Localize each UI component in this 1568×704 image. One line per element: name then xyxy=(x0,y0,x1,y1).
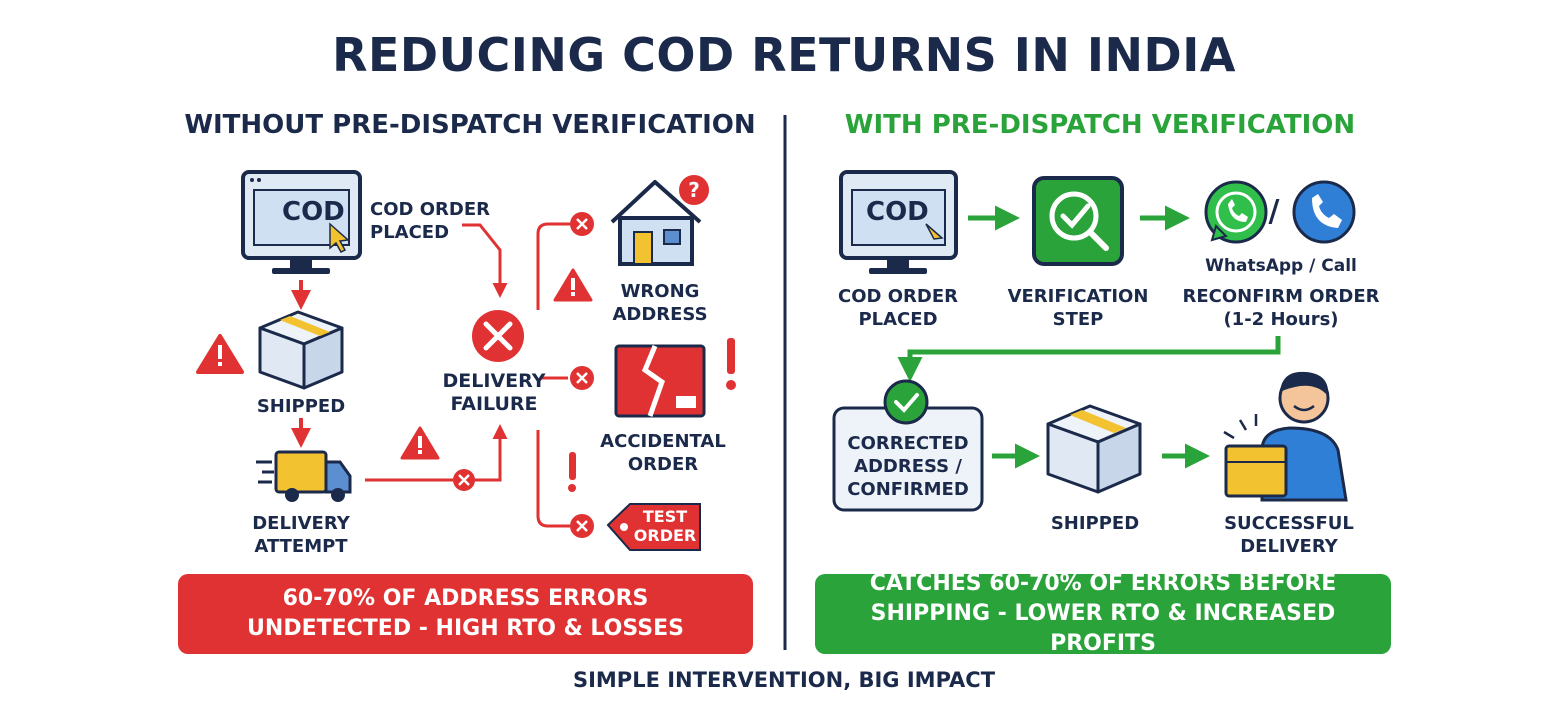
shipped-label: SHIPPED xyxy=(256,396,346,417)
house-icon: ? xyxy=(610,173,711,266)
x-icon xyxy=(570,212,594,236)
channel-separator: / xyxy=(1268,194,1280,229)
delivery-truck-icon xyxy=(256,450,352,502)
monitor-icon xyxy=(839,170,958,274)
branch-wrong-address xyxy=(536,222,580,310)
arrow-truck-to-failure xyxy=(365,424,508,482)
exclamation-icon xyxy=(568,452,576,492)
shipped-label: SHIPPED xyxy=(1050,513,1140,534)
whatsapp-icon xyxy=(1204,180,1268,244)
arrow-order-to-failure xyxy=(462,223,508,298)
warning-icon xyxy=(400,426,440,460)
monitor-icon xyxy=(241,170,362,274)
footer-tagline: SIMPLE INTERVENTION, BIG IMPACT xyxy=(572,668,996,692)
happy-customer-icon xyxy=(1223,371,1348,502)
monitor-cod-text: COD xyxy=(282,197,345,227)
svg-text:?: ? xyxy=(688,178,700,202)
checkmark-icon xyxy=(883,379,929,425)
broken-box-icon xyxy=(614,344,706,418)
package-box-icon xyxy=(258,310,344,390)
right-section-heading: WITH PRE-DISPATCH VERIFICATION xyxy=(844,110,1356,140)
reconfirm-order-label: RECONFIRM ORDER(1-2 Hours) xyxy=(1182,286,1380,330)
monitor-cod-text: COD xyxy=(866,197,929,227)
verification-check-icon xyxy=(1032,176,1124,266)
x-icon xyxy=(570,514,594,538)
branch-test-order xyxy=(536,430,570,528)
package-box-icon xyxy=(1046,404,1142,494)
whatsapp-call-label: WhatsApp / Call xyxy=(1205,256,1357,276)
exclamation-icon xyxy=(726,338,736,390)
page-title: REDUCING COD RETURNS IN INDIA xyxy=(332,28,1236,82)
warning-icon xyxy=(553,268,593,302)
arrow-return-to-corrected xyxy=(897,336,1281,382)
x-icon xyxy=(570,366,594,390)
test-order-tag xyxy=(606,503,701,551)
phone-call-icon xyxy=(1292,180,1356,244)
left-section-heading: WITHOUT PRE-DISPATCH VERIFICATION xyxy=(184,110,756,140)
warning-icon xyxy=(196,334,244,374)
